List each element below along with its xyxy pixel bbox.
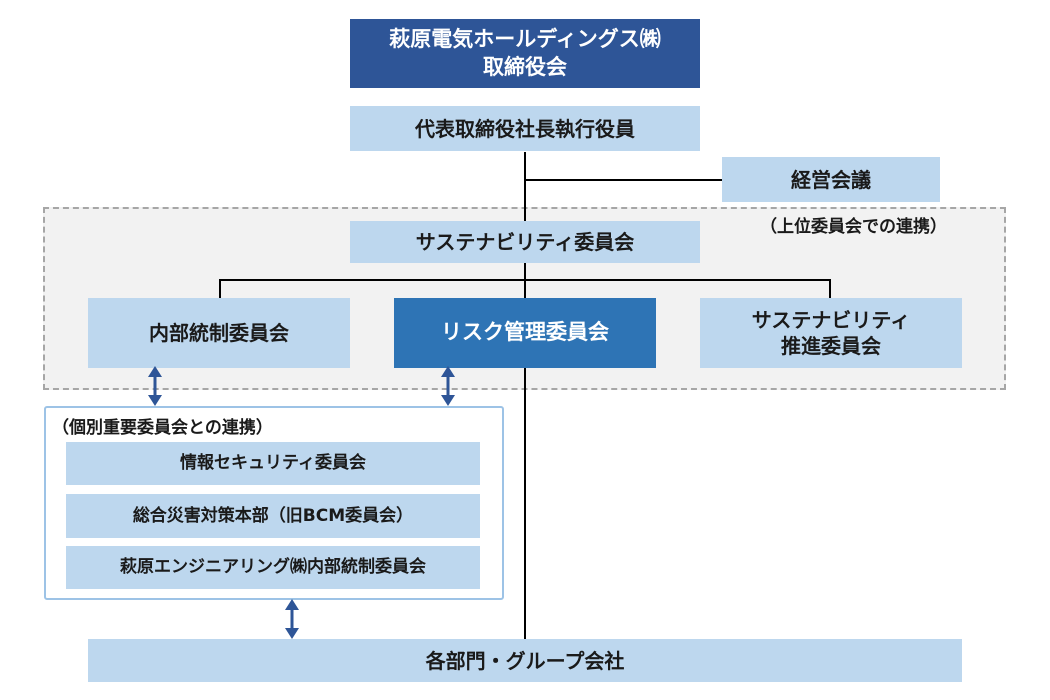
- individual-committee-label: 総合災害対策本部（旧BCM委員会）: [132, 505, 414, 526]
- internal-control-committee-box: 内部統制委員会: [88, 298, 350, 368]
- ceo-label: 代表取締役社長執行役員: [415, 116, 635, 141]
- management-meeting-box: 経営会議: [722, 157, 940, 202]
- main-vertical-line: [524, 152, 526, 640]
- management-meeting-label: 経営会議: [791, 167, 871, 192]
- individual-committee-item: 総合災害対策本部（旧BCM委員会）: [66, 494, 480, 538]
- double-arrow-icon: [284, 599, 300, 639]
- board-title-line1: 萩原電気ホールディングス㈱: [389, 27, 661, 52]
- risk-committee-label: リスク管理委員会: [441, 320, 609, 345]
- committee-branch-line: [219, 279, 831, 281]
- sustainability-committee-box: サステナビリティ委員会: [350, 221, 700, 263]
- sustainability-promotion-line2: 推進委員会: [781, 334, 881, 358]
- double-arrow-icon: [147, 366, 163, 406]
- individual-committee-label: 情報セキュリティ委員会: [180, 453, 366, 474]
- individual-committee-label: 萩原エンジニアリング㈱内部統制委員会: [120, 557, 426, 578]
- individual-committee-item: 萩原エンジニアリング㈱内部統制委員会: [66, 546, 480, 589]
- departments-box: 各部門・グループ会社: [88, 639, 962, 682]
- individual-link-note: （個別重要委員会との連携）: [52, 418, 273, 438]
- double-arrow-icon: [440, 366, 456, 406]
- upper-link-note: （上位委員会での連携）: [760, 217, 947, 237]
- meeting-branch-line: [524, 179, 722, 181]
- individual-committee-item: 情報セキュリティ委員会: [66, 442, 480, 485]
- sustainability-promotion-box: サステナビリティ 推進委員会: [700, 298, 962, 368]
- sustainability-committee-label: サステナビリティ委員会: [415, 230, 635, 254]
- ceo-box: 代表取締役社長執行役員: [350, 106, 700, 151]
- risk-committee-box: リスク管理委員会: [394, 298, 656, 368]
- sustainability-promotion-line1: サステナビリティ: [751, 308, 911, 332]
- board-title-line2: 取締役会: [483, 54, 567, 79]
- board-box: 萩原電気ホールディングス㈱ 取締役会: [350, 19, 700, 88]
- left-drop-line: [219, 279, 221, 299]
- right-drop-line: [829, 279, 831, 299]
- internal-control-committee-label: 内部統制委員会: [149, 321, 289, 345]
- departments-label: 各部門・グループ会社: [425, 648, 625, 673]
